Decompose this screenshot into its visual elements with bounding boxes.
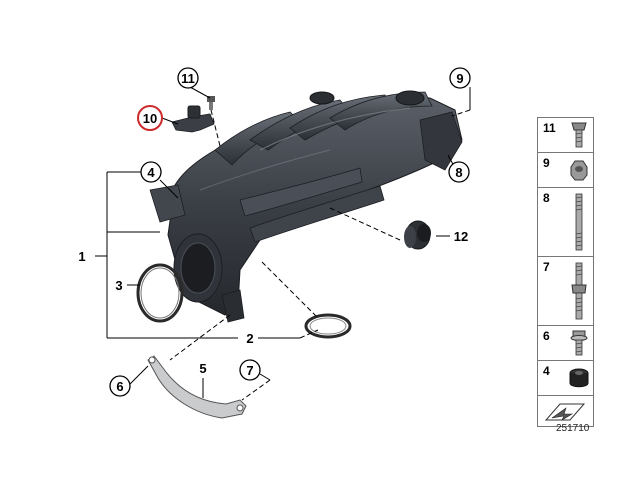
callout-2: 2 <box>246 331 253 346</box>
parts-panel-item: 11 <box>537 118 594 153</box>
bracket-part-5 <box>147 355 247 419</box>
double-stud-icon <box>571 262 587 320</box>
rubber-bushing-icon <box>569 368 589 388</box>
bolt-part-11 <box>207 96 215 110</box>
parts-panel-item: 4 <box>537 361 594 396</box>
callout-7-label: 7 <box>246 363 253 378</box>
callout-9-label: 9 <box>456 71 463 86</box>
parts-panel-orientation-box <box>537 396 594 427</box>
callout-6: 6 <box>109 375 131 397</box>
callout-1: 1 <box>78 249 85 264</box>
callout-1-label: 1 <box>78 249 85 264</box>
callout-11: 11 <box>177 67 199 89</box>
intake-manifold <box>149 90 463 323</box>
callout-6-label: 6 <box>116 379 123 394</box>
hex-nut-icon <box>570 160 588 181</box>
callout-5-label: 5 <box>199 361 206 376</box>
callout-10: 10 <box>137 105 163 131</box>
sensor-part-10 <box>171 105 215 133</box>
callout-10-label: 10 <box>143 111 157 126</box>
parts-panel-item-number: 11 <box>543 121 556 135</box>
callout-12-label: 12 <box>454 229 468 244</box>
stud-bolt-icon <box>575 193 583 251</box>
parts-panel-item-number: 9 <box>543 156 550 170</box>
parts-panel-item-number: 7 <box>543 260 550 274</box>
flange-bolt-icon <box>570 330 588 356</box>
parts-panel: 11 9 8 7 6 <box>537 117 594 427</box>
callout-12: 12 <box>454 229 468 244</box>
callout-4-label: 4 <box>147 165 155 180</box>
gasket-part-2 <box>304 313 352 339</box>
callout-2-label: 2 <box>246 331 253 346</box>
callout-3: 3 <box>115 278 122 293</box>
callout-7: 7 <box>239 359 261 381</box>
callout-8: 8 <box>448 161 470 183</box>
parts-panel-item-number: 4 <box>543 364 550 378</box>
callout-3-label: 3 <box>115 278 122 293</box>
parts-panel-item-number: 6 <box>543 329 550 343</box>
torx-bolt-icon <box>571 122 587 148</box>
parts-panel-item: 8 <box>537 188 594 257</box>
callout-8-label: 8 <box>455 165 462 180</box>
o-ring-part-3 <box>136 263 184 323</box>
callout-4: 4 <box>140 161 162 183</box>
diagram-reference-number: 251710 <box>556 423 590 434</box>
parts-panel-item: 7 <box>537 257 594 326</box>
grommet-part-12 <box>404 220 431 250</box>
leader-lines <box>95 86 471 401</box>
parts-panel-item: 6 <box>537 326 594 361</box>
parts-panel-item: 9 <box>537 153 594 188</box>
parts-panel-item-number: 8 <box>543 191 550 205</box>
callout-5: 5 <box>199 361 206 376</box>
orientation-arrow-icon <box>544 403 586 421</box>
callout-11-label: 11 <box>181 71 195 86</box>
callout-9: 9 <box>449 67 471 89</box>
